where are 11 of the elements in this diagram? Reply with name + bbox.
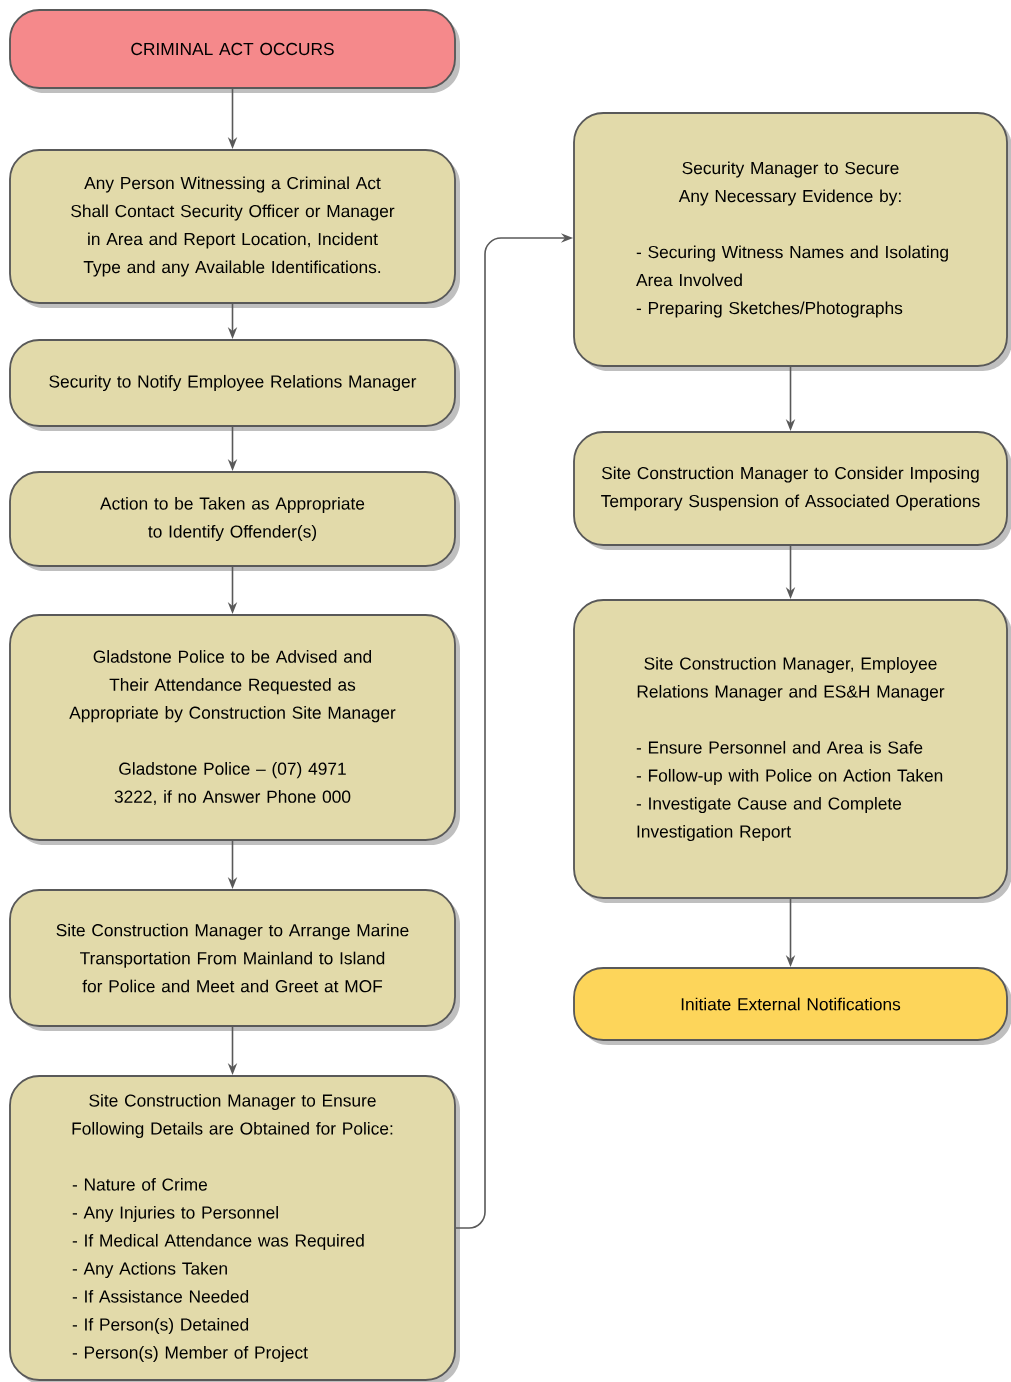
process-box: Security Manager to Secure Any Necessary Evidence by: - Securing Witness Names and Isolating Area Involved - Preparing Sketches/Photographs [573,112,1011,371]
process-box: Initiate External Notifications [573,967,1011,1045]
process-box: Security to Notify Employee Relations Manager [9,339,460,431]
process-box: Site Construction Manager, Employee Relations Manager and ES&H Manager - Ensure Personnel and Area is Safe - Follow-up with Police on Action Taken - Investigate Cause and Complete Investigation Report [573,599,1011,903]
process-box: Any Person Witnessing a Criminal Act Shall Contact Security Officer or Manager in Area and Report Location, Incident Type and any Available Identifications. [9,149,460,308]
process-box: CRIMINAL ACT OCCURS [9,9,460,93]
process-box: Action to be Taken as Appropriate to Identify Offender(s) [9,471,460,571]
process-box: Site Construction Manager to Arrange Marine Transportation From Mainland to Island for Police and Meet and Greet at MOF [9,889,460,1031]
process-box: Site Construction Manager to Consider Imposing Temporary Suspension of Associated Operations [573,431,1011,550]
process-box: Gladstone Police to be Advised and Their Attendance Requested as Appropriate by Construction Site Manager Gladstone Police – (07) 4971 3222, if no Answer Phone 000 [9,614,460,845]
process-box: Site Construction Manager to Ensure Following Details are Obtained for Police: - Nature of Crime - Any Injuries to Personnel - If Medical Attendance was Required - Any Actions Taken - If Assistance Needed - If Person(s) Detained - Person(s) Member of Project [9,1075,460,1382]
